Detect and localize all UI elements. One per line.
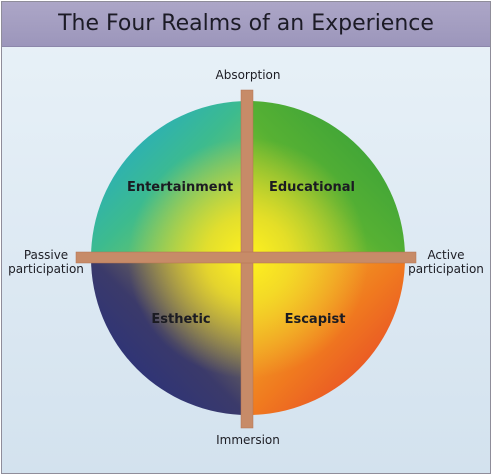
axis-label-active: Active participation [404, 248, 488, 276]
axis-label-absorption: Absorption [215, 68, 281, 82]
quadrant-label-educational: Educational [268, 180, 355, 195]
axis-label-active-line1: Active [427, 248, 465, 262]
axis-label-immersion: Immersion [216, 433, 280, 447]
horizontal-axis-bar [75, 251, 417, 264]
title-band [2, 2, 490, 47]
axis-label-passive: Passive participation [6, 248, 86, 276]
axis-label-passive-line2: participation [8, 262, 84, 276]
axis-label-active-line2: participation [408, 262, 484, 276]
quadrant-label-escapist: Escapist [284, 312, 346, 327]
axis-label-passive-line1: Passive [23, 248, 69, 262]
quadrant-label-entertainment: Entertainment [126, 180, 234, 195]
diagram-title: The Four Realms of an Experience [58, 11, 434, 36]
quadrant-label-esthetic: Esthetic [151, 312, 211, 327]
